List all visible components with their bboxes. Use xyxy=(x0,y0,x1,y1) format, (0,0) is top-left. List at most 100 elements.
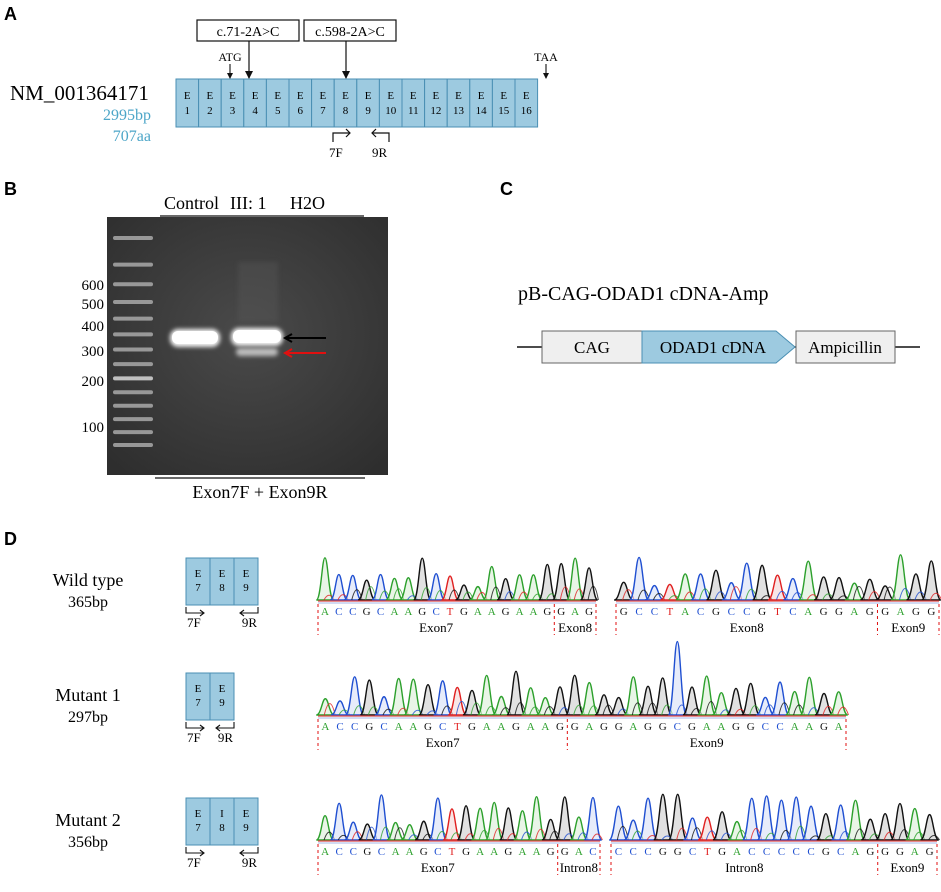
exon-number: 1 xyxy=(185,105,191,117)
region-label: Exon8 xyxy=(558,620,592,635)
base-call: C xyxy=(589,846,596,858)
row-box xyxy=(209,557,235,606)
trace-peak xyxy=(564,674,585,716)
exon-letter: E xyxy=(523,90,530,102)
trace-peak xyxy=(513,810,532,841)
base-call: A xyxy=(897,606,905,618)
trace-peak xyxy=(904,807,925,841)
base-call: G xyxy=(547,846,555,858)
trace-peak xyxy=(801,805,821,841)
trace-minor-peak xyxy=(587,585,599,601)
base-call: C xyxy=(615,846,622,858)
row-box-number: 7 xyxy=(195,822,201,834)
base-call: A xyxy=(835,721,843,733)
patient-band-wt xyxy=(233,330,281,343)
region-label: Exon8 xyxy=(730,620,764,635)
base-call: A xyxy=(541,721,549,733)
transcript-id: NM_001364171 xyxy=(10,81,149,105)
trace-peak xyxy=(510,574,529,601)
primer-9r-arrow xyxy=(372,132,390,142)
exon-number: 6 xyxy=(298,105,304,117)
base-call: G xyxy=(674,846,682,858)
trace-peak xyxy=(476,674,497,716)
exon-box xyxy=(311,78,335,128)
exon-letter: E xyxy=(500,90,507,102)
base-call: T xyxy=(454,721,461,733)
cag-label: CAG xyxy=(574,338,610,357)
trace-peak xyxy=(498,807,518,841)
mutation-label-1: c.71-2A>C xyxy=(217,25,280,40)
trace-minor-peak xyxy=(928,835,940,841)
trace-peak xyxy=(371,573,390,601)
base-call: G xyxy=(758,606,766,618)
exon-number: 9 xyxy=(365,105,371,117)
mut-band-arrowhead xyxy=(282,348,293,358)
row-box-number: 7 xyxy=(195,582,201,594)
base-call: A xyxy=(629,721,637,733)
mutation-box-1 xyxy=(196,19,300,42)
base-call: G xyxy=(462,846,470,858)
row-box-letter: I xyxy=(220,808,224,820)
base-call: A xyxy=(585,721,593,733)
ladder-size-label: 500 xyxy=(82,297,105,313)
base-call: A xyxy=(571,606,579,618)
base-call: A xyxy=(850,606,858,618)
base-call: G xyxy=(424,721,432,733)
mutation-label-2: c.598-2A>C xyxy=(315,25,385,40)
row-box xyxy=(185,797,211,846)
row-primer-r-label: 9R xyxy=(242,855,258,870)
base-call: C xyxy=(674,721,681,733)
ladder-band xyxy=(113,236,153,240)
exon-letter: E xyxy=(433,90,440,102)
patient-band-mut xyxy=(236,348,278,356)
base-call: A xyxy=(409,721,417,733)
exon-number: 4 xyxy=(252,105,258,117)
row-primer-f-head xyxy=(199,724,205,732)
base-call: G xyxy=(820,606,828,618)
base-call: G xyxy=(927,606,935,618)
trace-peak xyxy=(594,694,614,716)
exon-number: 11 xyxy=(408,105,419,117)
base-call: G xyxy=(363,846,371,858)
base-call: A xyxy=(911,846,919,858)
region-label: Exon7 xyxy=(421,860,455,875)
base-call: G xyxy=(571,721,579,733)
trace-peak xyxy=(432,680,453,716)
base-call: G xyxy=(820,721,828,733)
base-call: A xyxy=(518,846,526,858)
base-call: G xyxy=(866,846,874,858)
exon-box xyxy=(401,78,426,128)
patient-lane-smear xyxy=(238,262,278,322)
exon-number: 15 xyxy=(498,105,510,117)
base-call: C xyxy=(380,721,387,733)
primer-7f-label: 7F xyxy=(329,145,343,160)
row-primer-f-head xyxy=(199,609,205,617)
trace-peak xyxy=(813,576,834,601)
exon-letter: E xyxy=(252,90,259,102)
region-label: Intron8 xyxy=(725,860,763,875)
row-box xyxy=(209,797,235,846)
trace-peak xyxy=(740,682,761,716)
base-call: C xyxy=(728,606,735,618)
exon-letter: E xyxy=(410,90,417,102)
base-call: T xyxy=(666,606,673,618)
exon-letter: E xyxy=(207,90,214,102)
ladder-band xyxy=(113,262,153,267)
ladder-size-label: 100 xyxy=(82,420,105,436)
trace-peak xyxy=(696,675,717,716)
trace-peak xyxy=(921,560,941,601)
row-box-number: 9 xyxy=(243,582,249,594)
trace-peak xyxy=(482,565,502,601)
trace-peak xyxy=(652,793,673,841)
base-call: A xyxy=(575,846,583,858)
ladder-band xyxy=(113,430,153,435)
base-call: C xyxy=(762,721,769,733)
base-call: G xyxy=(881,846,889,858)
trace-peak xyxy=(829,691,849,716)
base-call: C xyxy=(697,606,704,618)
